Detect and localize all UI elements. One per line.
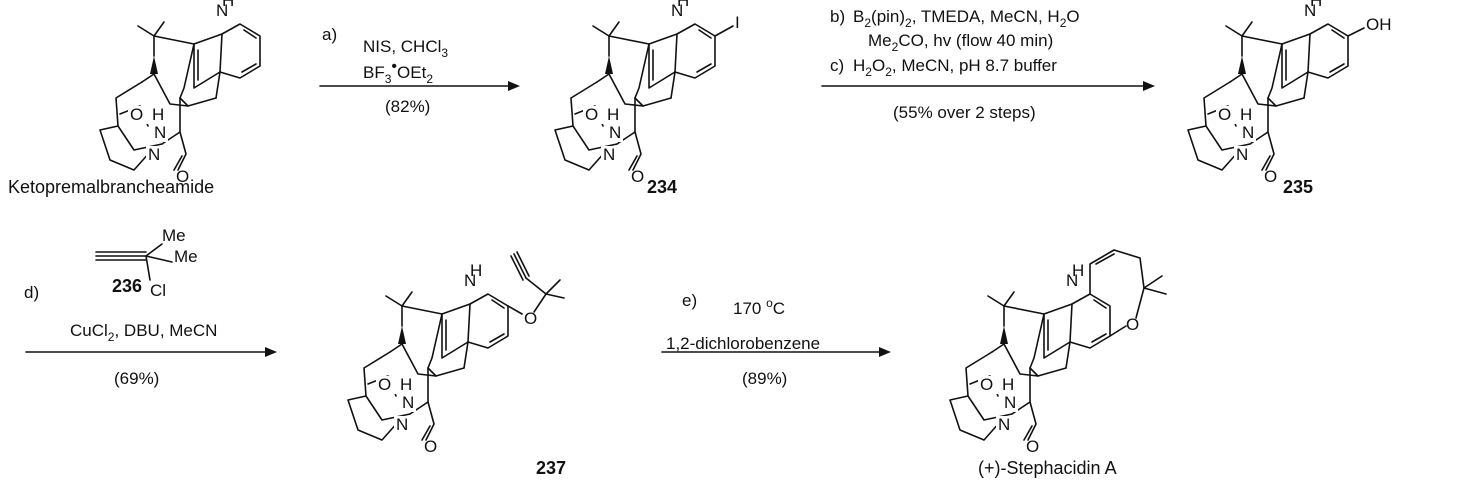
atom-label: N [216,1,228,20]
svg-text:H: H [1240,105,1252,124]
structure-235: N H OH O H N N O [1187,0,1392,186]
step-a: a) NIS, CHCl3 BF3•OEt2 (82%) [319,25,520,116]
compound-label: 237 [536,458,566,478]
step-letter: c) [830,56,844,75]
svg-text:N: N [671,1,683,20]
step-bc: b) B2(pin)2, TMEDA, MeCN, H2O Me2CO, hv … [821,7,1155,122]
structure-stephacidin-a: N H O O H N N O [949,249,1167,456]
structure-ketopremalbrancheamide: N H O H N N O [99,0,261,186]
svg-text:N: N [609,123,621,142]
svg-text:N: N [1304,1,1316,20]
svg-text:O: O [631,167,644,186]
svg-text:H: H [607,105,619,124]
svg-text:N: N [1004,393,1016,412]
step-letter: d) [24,283,39,302]
svg-text:O: O [424,437,437,456]
step-reagents: CuCl2, DBU, MeCN [70,321,217,344]
compound-label: 234 [647,177,677,197]
svg-text:N: N [402,393,414,412]
svg-text:H: H [1310,0,1322,10]
step-yield: (69%) [114,369,159,388]
svg-text:H: H [400,375,412,394]
step-letter: e) [682,291,697,310]
svg-text:O: O [1218,105,1231,124]
svg-text:N: N [998,415,1010,434]
svg-text:O: O [524,309,537,328]
atom-label: O [176,167,189,186]
structure-237: N H O O H N N O [347,251,565,456]
svg-text:O: O [980,375,993,394]
step-yield: (55% over 2 steps) [893,103,1036,122]
svg-text:N: N [1242,123,1254,142]
compound-label: 236 [112,276,142,296]
svg-text:O: O [378,375,391,394]
step-reagents: Me2CO, hv (flow 40 min) [868,31,1053,54]
svg-text:O: O [1026,437,1039,456]
svg-text:N: N [464,271,476,290]
svg-text:N: N [396,415,408,434]
svg-text:I: I [735,13,740,32]
svg-text:H: H [1002,375,1014,394]
svg-text:O: O [585,105,598,124]
step-letter: a) [322,25,337,44]
atom-label: H [222,0,234,10]
svg-text:O: O [1126,315,1139,334]
step-reagents: NIS, CHCl3 [363,37,448,60]
step-yield: (89%) [742,369,787,388]
svg-text:H: H [677,0,689,10]
atom-label: N [148,145,160,164]
step-reagents: 170 oC [733,296,785,318]
structure-236: Me Me Cl [95,226,198,300]
compound-name: (+)-Stephacidin A [978,458,1117,478]
svg-text:N: N [1066,271,1078,290]
step-e: e) 170 oC 1,2-dichlorobenzene (89%) [661,291,891,388]
svg-text:OH: OH [1366,15,1392,34]
step-reagents: H2O2, MeCN, pH 8.7 buffer [853,56,1057,79]
atom-label: O [130,105,143,124]
svg-text:Cl: Cl [150,281,166,300]
svg-text:Me: Me [174,247,198,266]
svg-text:H: H [1072,261,1084,280]
step-yield: (82%) [385,97,430,116]
svg-text:O: O [1264,167,1277,186]
step-d: d) Me Me Cl 236 CuCl2, DBU, MeCN (69%) [24,226,277,388]
structure-234: N H I O H N N O [554,0,740,186]
svg-text:Me: Me [162,226,186,245]
svg-text:H: H [470,261,482,280]
step-reagents: BF3•OEt2 [363,58,433,86]
svg-text:N: N [603,145,615,164]
step-reagents: B2(pin)2, TMEDA, MeCN, H2O [853,7,1080,30]
step-reagents: 1,2-dichlorobenzene [666,334,820,353]
step-letter: b) [830,7,845,26]
compound-name: Ketopremalbrancheamide [8,177,214,197]
svg-text:N: N [1236,145,1248,164]
atom-label: N [154,123,166,142]
atom-label: H [152,105,164,124]
compound-label: 235 [1283,177,1313,197]
